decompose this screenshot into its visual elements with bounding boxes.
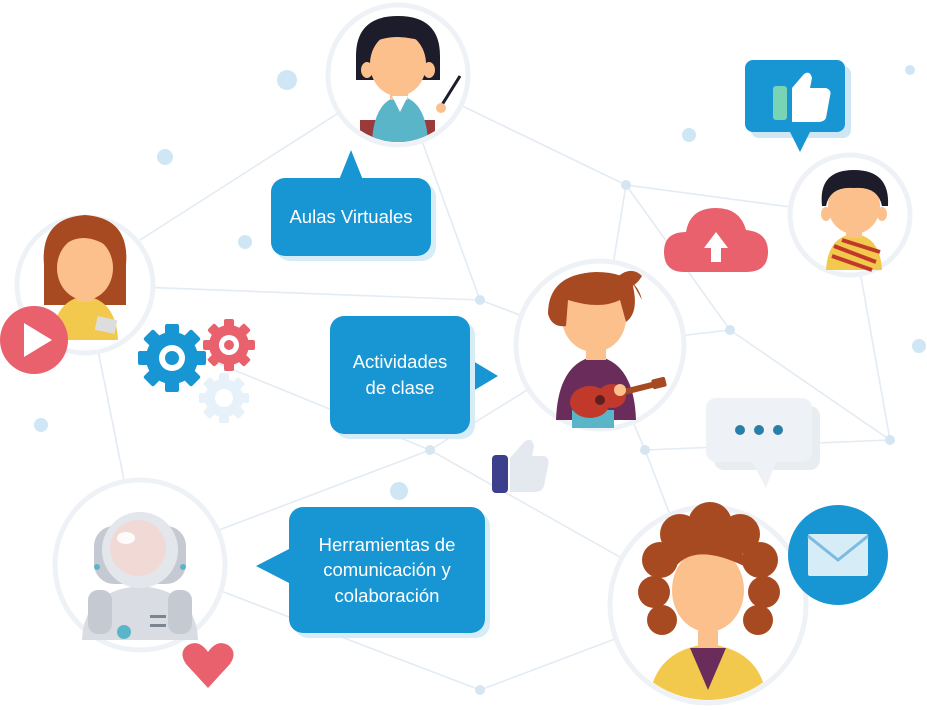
herramientas-label-line2: comunicación y	[323, 559, 451, 581]
aulas-virtuales-bubble: Aulas Virtuales	[271, 178, 431, 256]
heart-icon	[182, 643, 234, 688]
network-nodes	[425, 180, 895, 695]
guitarist-avatar	[513, 258, 687, 432]
bubble-tails	[256, 150, 498, 584]
teacher-avatar	[325, 2, 471, 148]
actividades-de-clase-bubble: Actividades de clase	[330, 316, 470, 434]
herramientas-label-line3: colaboración	[334, 584, 440, 606]
like-speech-bubble-icon	[745, 60, 851, 152]
cloud-upload-icon	[664, 208, 768, 272]
chat-bubble-icon	[706, 398, 820, 488]
herramientas-bubble: Herramientas de comunicación y colaborac…	[289, 507, 485, 633]
curly-hair-woman-avatar	[607, 502, 809, 706]
gear-icons	[138, 319, 255, 423]
actividades-label-line1: Actividades	[352, 351, 448, 373]
actividades-label-line2: de clase	[365, 377, 435, 398]
aulas-virtuales-label: Aulas Virtuales	[289, 206, 413, 228]
play-icon	[0, 306, 68, 374]
astronaut-avatar	[52, 477, 228, 653]
herramientas-label-line1: Herramientas de	[318, 533, 456, 555]
boy-avatar	[787, 152, 913, 278]
decorative-dots	[34, 65, 926, 500]
email-icon	[788, 505, 888, 605]
thumbs-up-icon	[492, 439, 549, 493]
